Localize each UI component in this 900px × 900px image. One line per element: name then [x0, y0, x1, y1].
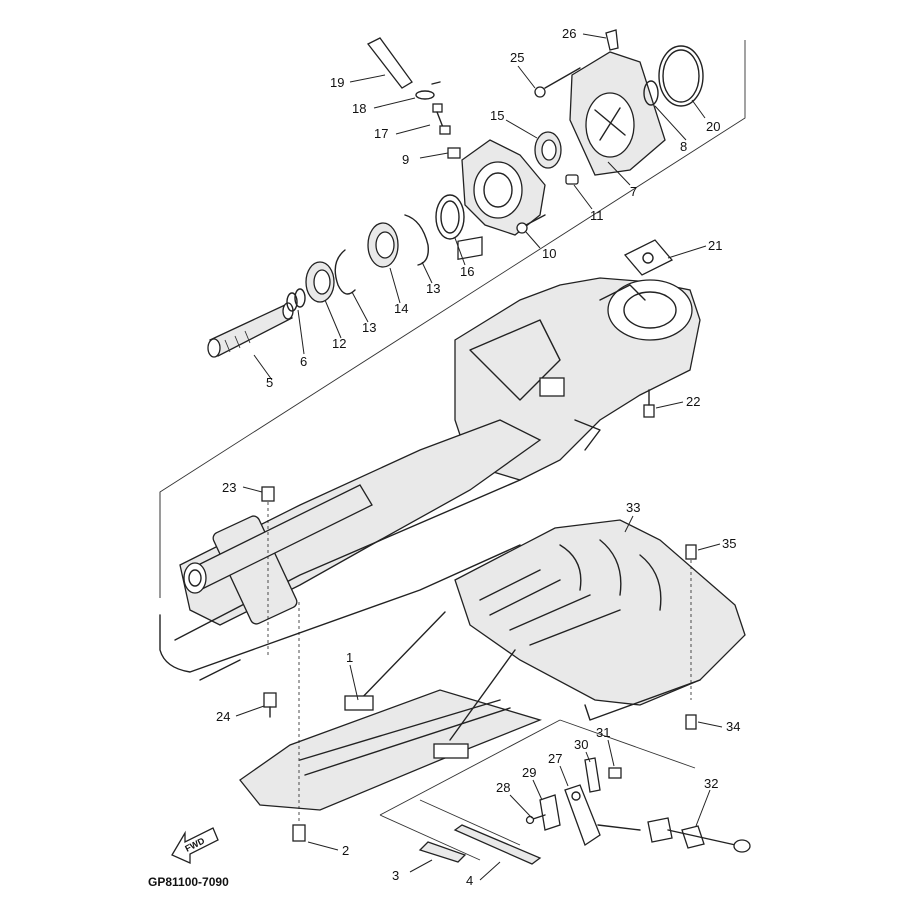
bolt-25 — [534, 67, 581, 98]
bolt-28 — [525, 814, 546, 825]
callout-25: 25 — [510, 50, 524, 65]
bolt-35 — [685, 544, 697, 560]
leader-lines — [235, 33, 723, 881]
callout-27: 27 — [548, 751, 562, 766]
upper-assembly-outline — [159, 40, 746, 598]
callout-35: 35 — [722, 536, 736, 551]
bolt-23 — [261, 486, 275, 502]
callout-34: 34 — [726, 719, 740, 734]
callout-21: 21 — [708, 238, 722, 253]
callout-1: 1 — [346, 650, 353, 665]
hull-duct — [159, 419, 542, 681]
callout-13b: 13 — [426, 281, 440, 296]
callout-15: 15 — [490, 108, 504, 123]
seal-ring-16 — [435, 194, 465, 240]
bolt-34 — [685, 714, 697, 730]
pin-11 — [565, 174, 579, 185]
bolt-10 — [516, 214, 546, 234]
callout-23: 23 — [222, 480, 236, 495]
callout-22: 22 — [686, 394, 700, 409]
callout-7: 7 — [630, 184, 637, 199]
intake-grate-33 — [454, 519, 746, 721]
fwd-arrow-icon: FWD — [171, 827, 219, 865]
seal-20 — [658, 45, 704, 107]
callout-2: 2 — [342, 843, 349, 858]
bracket-27 — [564, 784, 601, 846]
bolt-22 — [643, 389, 655, 418]
callout-4: 4 — [466, 873, 473, 888]
bolt-2 — [292, 824, 306, 842]
bearing-14 — [367, 222, 399, 268]
plate-21 — [623, 239, 674, 276]
callout-12: 12 — [332, 336, 346, 351]
callout-33: 33 — [626, 500, 640, 515]
callout-32: 32 — [704, 776, 718, 791]
callout-11: 11 — [590, 208, 604, 223]
o-ring-8 — [643, 80, 659, 106]
hose-19 — [367, 37, 413, 89]
drive-shaft — [207, 302, 294, 358]
bearing-15 — [534, 131, 562, 169]
plate-30 — [584, 757, 601, 793]
plate-29 — [539, 794, 561, 831]
callout-6: 6 — [300, 354, 307, 369]
callout-labels: 1 2 3 4 5 6 7 8 9 10 11 12 13 13 14 15 1… — [216, 26, 740, 888]
diagram-code: GP81100-7090 — [148, 875, 229, 889]
callout-26: 26 — [562, 26, 576, 41]
plate-4 — [453, 824, 542, 865]
callout-28: 28 — [496, 780, 510, 795]
cable-32 — [597, 817, 751, 853]
bolt-24 — [263, 692, 277, 718]
callout-3: 3 — [392, 868, 399, 883]
callout-13a: 13 — [362, 320, 376, 335]
nut-31 — [608, 767, 622, 779]
bearing-12 — [305, 261, 335, 303]
callout-18: 18 — [352, 101, 366, 116]
callout-19: 19 — [330, 75, 344, 90]
bearing-housing — [447, 139, 546, 236]
callout-20: 20 — [706, 119, 720, 134]
bolt-17 — [432, 103, 451, 135]
o-rings — [286, 288, 306, 312]
clip-18 — [415, 81, 441, 100]
callout-24: 24 — [216, 709, 230, 724]
callout-8: 8 — [680, 139, 687, 154]
cover-7 — [569, 51, 666, 176]
callout-30: 30 — [574, 737, 588, 752]
circlips — [334, 214, 429, 295]
callout-9: 9 — [402, 152, 409, 167]
callout-29: 29 — [522, 765, 536, 780]
callout-10: 10 — [542, 246, 556, 261]
callout-14: 14 — [394, 301, 408, 316]
ride-plate — [239, 611, 542, 811]
callout-16: 16 — [460, 264, 474, 279]
bracket-26 — [605, 29, 619, 51]
callout-5: 5 — [266, 375, 273, 390]
impeller-shaft — [183, 484, 373, 594]
plate-3 — [418, 841, 467, 863]
callout-17: 17 — [374, 126, 388, 141]
callout-31: 31 — [596, 725, 610, 740]
